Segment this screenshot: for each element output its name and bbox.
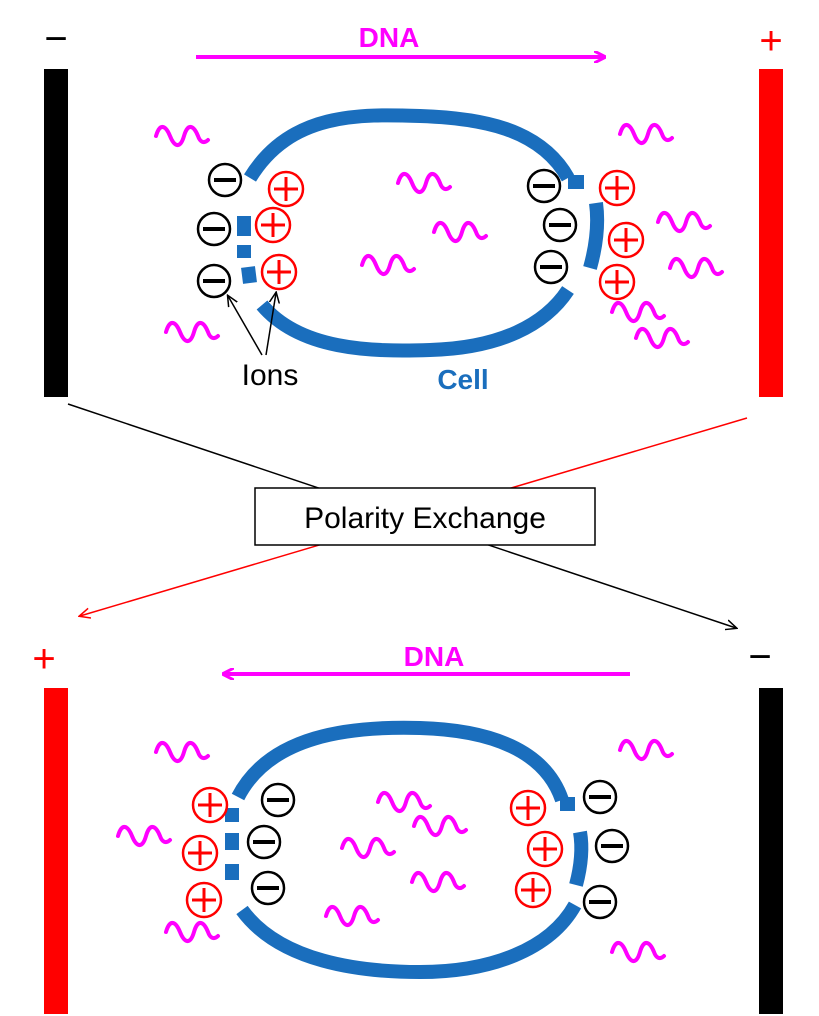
bottom-dna-strands — [116, 739, 674, 963]
ion-minus — [526, 168, 562, 204]
dna-strand — [412, 815, 468, 837]
top-panel: − + DNA Cell — [44, 17, 783, 397]
bottom-positive-electrode — [44, 688, 68, 1014]
ion-plus — [598, 263, 636, 301]
ion-plus — [181, 834, 219, 872]
dna-strand — [618, 739, 674, 761]
dna-strand — [656, 211, 712, 233]
ion-plus — [526, 830, 564, 868]
ion-minus — [533, 249, 569, 285]
ion-minus — [582, 884, 618, 920]
ion-plus — [598, 169, 636, 207]
dna-strand — [116, 825, 172, 847]
dna-strand — [154, 125, 210, 147]
top-left-ions — [196, 162, 305, 299]
top-positive-electrode — [759, 69, 783, 397]
dna-strand — [618, 123, 674, 145]
bottom-cell — [225, 720, 589, 980]
bottom-left-sign: + — [32, 637, 55, 681]
ion-minus — [196, 263, 232, 299]
polarity-exchange-label: Polarity Exchange — [304, 502, 546, 535]
dna-strand — [410, 871, 466, 893]
ions-label: Ions — [242, 359, 299, 392]
dna-strand — [610, 941, 666, 963]
dna-strand — [340, 837, 396, 859]
top-negative-electrode — [44, 69, 68, 397]
dna-strand — [164, 321, 220, 343]
ion-plus — [267, 170, 305, 208]
top-left-sign: − — [44, 17, 67, 61]
dna-strand — [610, 301, 666, 323]
top-cell — [237, 108, 605, 358]
top-dna-strands — [154, 123, 724, 349]
dna-strand — [376, 791, 432, 813]
ion-plus — [254, 206, 292, 244]
polarity-exchange-connector: Polarity Exchange — [67, 403, 748, 628]
ion-plus — [191, 786, 229, 824]
top-dna-label: DNA — [359, 22, 420, 53]
ion-plus — [260, 253, 298, 291]
ions-pointer — [228, 293, 276, 356]
bottom-panel: + − DNA — [32, 635, 783, 1014]
top-right-sign: + — [759, 19, 782, 63]
dna-strand — [432, 221, 488, 243]
ion-minus — [542, 207, 578, 243]
top-cell-label: Cell — [437, 364, 488, 395]
dna-strand — [396, 172, 452, 194]
top-right-ions — [526, 168, 645, 301]
bottom-right-ions — [509, 779, 630, 920]
bottom-dna-label: DNA — [404, 641, 465, 672]
dna-strand — [154, 741, 210, 763]
bottom-right-sign: − — [748, 635, 771, 679]
ion-minus — [250, 870, 286, 906]
ion-plus — [509, 789, 547, 827]
ion-minus — [582, 779, 618, 815]
dna-strand — [324, 905, 380, 927]
dna-strand — [164, 921, 220, 943]
ion-minus — [260, 782, 296, 818]
dna-strand — [360, 254, 416, 276]
dna-strand — [668, 257, 724, 279]
ion-minus — [246, 824, 282, 860]
dna-strand — [634, 327, 690, 349]
ion-plus — [514, 871, 552, 909]
polarity-exchange-box — [254, 487, 596, 546]
ion-minus — [207, 162, 243, 198]
ion-minus — [196, 211, 232, 247]
bottom-left-ions — [181, 782, 296, 919]
ion-minus — [594, 828, 630, 864]
ion-plus — [607, 221, 645, 259]
ion-plus — [185, 881, 223, 919]
bottom-negative-electrode — [759, 688, 783, 1014]
